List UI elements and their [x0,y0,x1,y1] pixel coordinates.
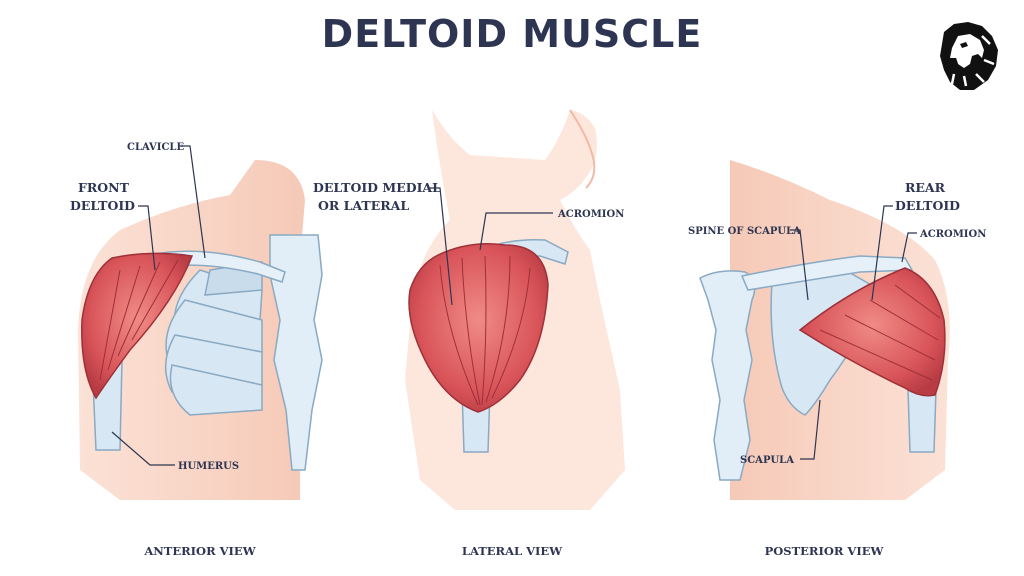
leader-rear-deltoid [871,205,893,301]
label-rear-deltoid-2: DELTOID [895,198,960,213]
leader-front-deltoid [138,205,156,271]
caption-lateral: LATERAL VIEW [462,544,563,558]
label-scapula: SCAPULA [740,455,794,466]
posterior-view: SPINE OF SCAPULA REAR DELTOID ACROMION S… [688,160,986,558]
medial-deltoid-muscle [408,243,549,413]
face-profile [569,109,596,189]
rear-deltoid-muscle [798,267,946,397]
caption-posterior: POSTERIOR VIEW [765,544,885,558]
label-medial-1: DELTOID MEDIAL [313,180,441,195]
rear-deltoid-fibers [819,284,941,381]
leader-lateral-acromion [479,212,553,251]
front-deltoid-fibers [99,259,179,381]
rib-cage [165,261,263,416]
anterior-view: CLAVICLE FRONT DELTOID HUMERUS ANTERIOR … [70,142,323,558]
leader-scapula [800,399,821,460]
caption-anterior: ANTERIOR VIEW [143,544,256,558]
label-front-deltoid-2: DELTOID [70,198,135,213]
page-title: DELTOID MUSCLE [321,12,703,56]
label-posterior-acromion: ACROMION [919,229,986,240]
front-deltoid-muscle [81,252,194,400]
leader-spine [790,229,809,301]
posterior-humerus [907,389,937,453]
lion-head-icon [926,16,1008,98]
label-clavicle: CLAVICLE [127,142,184,153]
label-front-deltoid-1: FRONT [78,180,130,195]
leader-clavicle [180,145,206,259]
medial-deltoid-fibers [439,255,531,406]
sternum [269,234,323,471]
label-humerus: HUMERUS [178,461,239,472]
label-rear-deltoid-1: REAR [905,180,946,195]
label-medial-2: OR LATERAL [318,198,409,213]
leader-humerus [111,431,175,466]
leader-posterior-acromion [901,232,917,263]
label-spine-of-scapula: SPINE OF SCAPULA [688,226,801,237]
lateral-view: DELTOID MEDIAL OR LATERAL ACROMION LATER… [313,109,625,558]
leader-medial [430,187,453,306]
posterior-spine [699,270,756,481]
spine-of-scapula-bone [740,255,914,291]
label-lateral-acromion: ACROMION [557,209,624,220]
